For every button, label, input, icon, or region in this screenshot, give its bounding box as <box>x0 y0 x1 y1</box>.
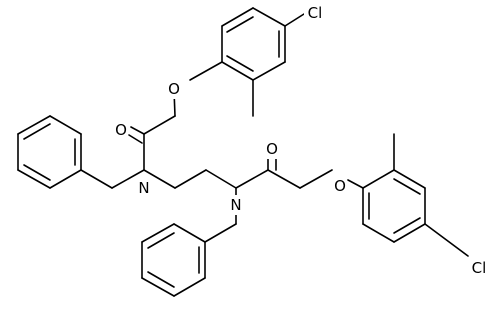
bond <box>141 277 175 297</box>
bond <box>226 55 254 72</box>
bond <box>80 169 113 189</box>
bond <box>252 61 286 81</box>
atom-label-oxygen-carbonyl-top: O <box>115 121 127 139</box>
bond <box>347 179 364 189</box>
atom-chlorine: Cl <box>304 3 326 23</box>
bond <box>143 115 176 135</box>
bond <box>221 7 254 27</box>
bond <box>189 61 223 81</box>
bond <box>49 115 82 135</box>
bond <box>393 178 421 195</box>
bond <box>362 223 395 243</box>
bond <box>205 169 237 189</box>
bond <box>226 16 254 33</box>
atom-oxygen: O <box>265 139 279 159</box>
atom-nitrogen: N <box>137 178 151 198</box>
atom-oxygen: O <box>167 79 181 99</box>
bond <box>17 169 51 189</box>
bond <box>424 223 469 257</box>
bond <box>299 169 333 189</box>
bond <box>23 164 51 181</box>
atom-labels: Cl O O N N O O Cl <box>114 3 490 278</box>
bond <box>128 134 143 144</box>
bond <box>393 217 421 234</box>
bond <box>143 169 176 189</box>
bond <box>23 123 51 140</box>
bond <box>221 61 254 81</box>
bond <box>147 232 175 249</box>
atom-label-nitrogen-left: N <box>138 179 149 197</box>
bond <box>141 223 175 243</box>
bond <box>111 169 145 189</box>
atom-label-oxygen-carbonyl-right: O <box>266 140 278 158</box>
bond <box>130 126 145 135</box>
bond <box>147 271 175 288</box>
atom-nitrogen: N <box>229 195 243 215</box>
bond <box>204 223 237 243</box>
atom-chlorine: Cl <box>468 258 490 278</box>
bond <box>173 223 206 243</box>
bond <box>393 169 426 189</box>
bond <box>174 169 207 189</box>
atom-label-chlorine-top: Cl <box>308 4 323 22</box>
atom-label-oxygen-ether-top: O <box>168 80 180 98</box>
bond <box>49 169 82 189</box>
atom-label-chlorine-right: Cl <box>472 259 487 277</box>
bond <box>173 277 206 297</box>
bond <box>252 7 286 27</box>
bond <box>235 169 269 189</box>
bond-lines <box>17 7 469 297</box>
atom-label-nitrogen-right: N <box>230 196 241 214</box>
atom-oxygen: O <box>114 120 128 140</box>
bond <box>17 115 51 135</box>
bond <box>267 169 301 189</box>
bond <box>284 13 305 27</box>
bond <box>393 223 426 243</box>
atom-oxygen: O <box>333 176 347 196</box>
bond <box>362 169 395 189</box>
atom-label-oxygen-ether-right: O <box>334 177 346 195</box>
